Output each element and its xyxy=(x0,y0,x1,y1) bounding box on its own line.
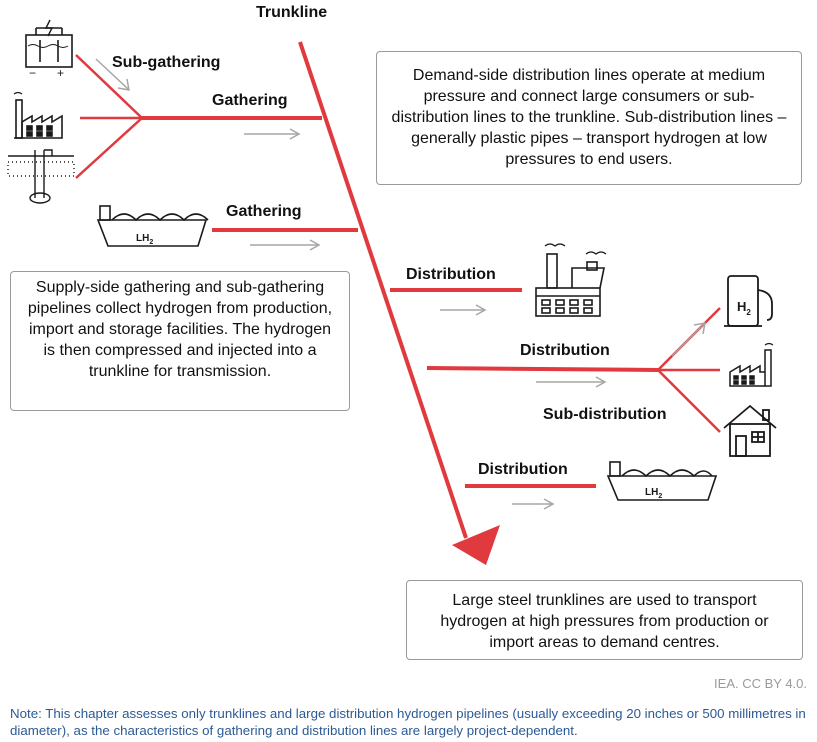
trunkline-arrowhead xyxy=(452,525,500,565)
flow-arrows xyxy=(95,58,706,510)
battery-plus-sign: + xyxy=(57,66,64,80)
battery-minus-sign: − xyxy=(29,66,36,80)
sub-gathering-pipe-1 xyxy=(75,54,143,119)
flow-arrow xyxy=(250,239,321,251)
distribution-pipe-2 xyxy=(426,366,659,372)
demand-side-description: Demand-side distribution lines operate a… xyxy=(376,51,802,185)
house-icon xyxy=(723,404,777,457)
lh2-ship-icon xyxy=(606,461,718,501)
industrial-plant-icon xyxy=(535,243,607,317)
station-label: H2 xyxy=(737,299,751,317)
sub-gathering-label: Sub-gathering xyxy=(112,54,221,71)
credit-line: IEA. CC BY 4.0. xyxy=(714,676,807,691)
lh2-ship-icon xyxy=(96,205,209,247)
note-text: Note: This chapter assesses only trunkli… xyxy=(10,706,806,738)
distribution-label: Distribution xyxy=(406,266,496,283)
supply-side-description: Supply-side gathering and sub-gathering … xyxy=(10,271,350,411)
sub-distribution-pipe-3 xyxy=(657,369,721,433)
ship-label: LH2 xyxy=(645,487,662,500)
flow-arrow xyxy=(671,322,706,357)
electrolyser-icon xyxy=(25,19,73,68)
trunkline-description: Large steel trunklines are used to trans… xyxy=(406,580,803,660)
distribution-label: Distribution xyxy=(478,461,568,478)
ship-label: LH2 xyxy=(136,233,153,246)
trunkline-label: Trunkline xyxy=(256,4,328,21)
flow-arrow xyxy=(512,498,555,510)
flow-arrow xyxy=(536,376,607,388)
flow-arrow xyxy=(95,58,130,91)
factory-icon xyxy=(13,91,63,139)
h2-fuel-station-icon xyxy=(724,275,773,327)
sub-gathering-pipe-3 xyxy=(75,117,143,179)
gathering-label: Gathering xyxy=(212,92,288,109)
flow-arrow xyxy=(244,128,301,140)
distribution-label: Distribution xyxy=(520,342,610,359)
gathering-label: Gathering xyxy=(226,203,302,220)
underground-storage-icon xyxy=(7,149,75,204)
factory-icon xyxy=(729,342,774,387)
sub-distribution-label: Sub-distribution xyxy=(543,406,667,423)
flow-arrow xyxy=(440,304,487,316)
trunkline-pipe xyxy=(298,41,468,539)
